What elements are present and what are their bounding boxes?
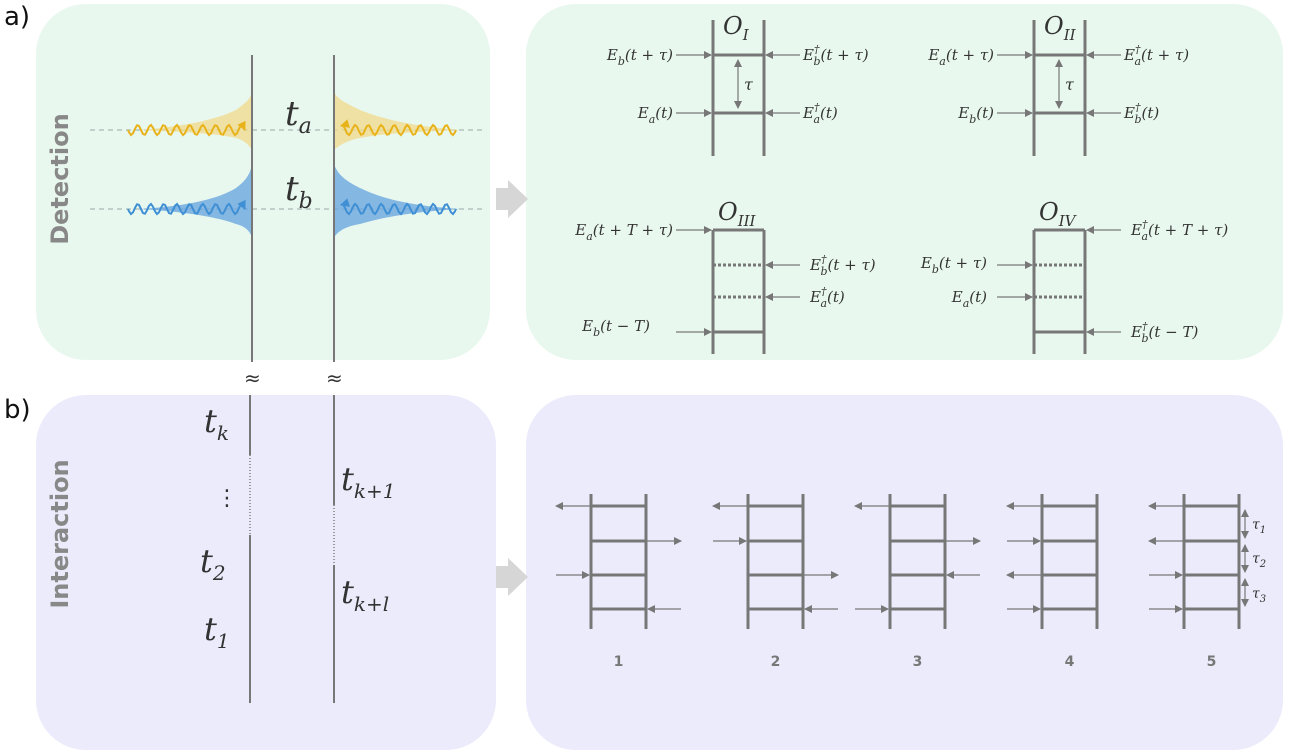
O4-left-mid2: Ea(t): [951, 288, 987, 310]
tau-2: τ2: [1252, 551, 1266, 570]
O4-right-bottom: E†b(t − T): [1130, 320, 1198, 345]
time-t1: t1: [204, 610, 230, 653]
O3-left-bottom: Eb(t − T): [581, 317, 650, 339]
ladder-number-2: 2: [771, 654, 781, 670]
part-label-b: b): [4, 395, 31, 425]
interaction-timeline: [249, 395, 335, 703]
wave-b-left: [127, 199, 246, 216]
O3-title: OIII: [718, 198, 757, 230]
wave-a-left: [127, 120, 246, 137]
operator-O2: τ OII Ea(t + τ) Eb(t) E†a(t + τ) E†b(t): [927, 12, 1189, 156]
part-label-a: a): [4, 2, 31, 32]
O3-left-top: Ea(t + T + τ): [574, 221, 673, 243]
time-tk: tk: [204, 402, 229, 445]
time-tkl: tk+l: [341, 573, 389, 616]
O4-right-top: E†a(t + T + τ): [1130, 218, 1228, 243]
operator-O4: OIV Eb(t + τ) Ea(t) E†a(t + T + τ) E†b(t…: [920, 198, 1228, 354]
O1-tau: τ: [744, 75, 754, 94]
O2-left-top: Ea(t + τ): [927, 46, 994, 68]
ladder-5: 5: [1148, 494, 1241, 670]
ladder-number-1: 1: [614, 654, 624, 670]
O4-title: OIV: [1039, 198, 1078, 230]
O1-left-top: Eb(t + τ): [606, 46, 673, 68]
detection-right-panel: [526, 4, 1283, 360]
O3-right-mid1: E†b(t + τ): [809, 253, 876, 278]
time-label-b: tb: [285, 169, 313, 214]
O1-left-bottom: Ea(t): [637, 104, 673, 126]
transition-arrow-a: [496, 180, 528, 218]
O2-right-top: E†a(t + τ): [1123, 43, 1189, 68]
detection-left-panel: [36, 4, 490, 360]
O4-left-mid1: Eb(t + τ): [920, 254, 987, 276]
ladder-number-4: 4: [1065, 654, 1075, 670]
tau-1: τ1: [1252, 517, 1266, 536]
O3-right-mid2: E†a(t): [809, 285, 845, 310]
interaction-right-panel: [526, 395, 1283, 750]
break-symbol-right: ≈: [326, 366, 343, 390]
O2-title: OII: [1044, 12, 1077, 44]
break-symbol-left: ≈: [244, 366, 261, 390]
ladder-number-5: 5: [1207, 654, 1217, 670]
O2-left-bottom: Eb(t): [957, 104, 994, 126]
time-tk1: tk+1: [341, 460, 395, 503]
transition-arrow-b: [496, 558, 528, 596]
pulse-a-left-shape: [140, 92, 252, 150]
time-label-a: ta: [285, 94, 312, 139]
ladder-number-3: 3: [913, 654, 923, 670]
O1-right-bottom: E†a(t): [802, 101, 838, 126]
tau-markers: τ1 τ2 τ3: [1241, 509, 1266, 607]
operator-O1: τ OI Eb(t + τ) Ea(t) E†b(t + τ) E†a(t): [606, 12, 869, 156]
wave-b-right: [340, 198, 457, 216]
pulse-b-right-shape: [334, 164, 460, 238]
operator-O3: OIII Ea(t + T + τ) Eb(t − T) E†b(t + τ) …: [574, 198, 876, 354]
O1-title: OI: [723, 12, 750, 44]
detection-pulses: [90, 92, 486, 238]
ladder-3: 3: [854, 494, 981, 670]
O1-right-top: E†b(t + τ): [802, 43, 869, 68]
time-dots: ⋮: [216, 486, 238, 511]
time-t2: t2: [200, 542, 226, 585]
ladder-1: 1: [555, 494, 682, 670]
tau-3: τ3: [1252, 586, 1266, 605]
pulse-a-right-shape: [334, 92, 460, 150]
wave-a-right: [340, 119, 457, 137]
O2-right-bottom: E†b(t): [1123, 101, 1159, 126]
O2-tau: τ: [1065, 75, 1075, 94]
interaction-ladders: 1 2 3 4 5: [555, 494, 1241, 670]
pulse-b-left-shape: [140, 164, 252, 238]
interaction-left-panel: [36, 395, 496, 750]
ladder-4: 4: [1006, 494, 1099, 670]
ladder-2: 2: [712, 494, 839, 670]
